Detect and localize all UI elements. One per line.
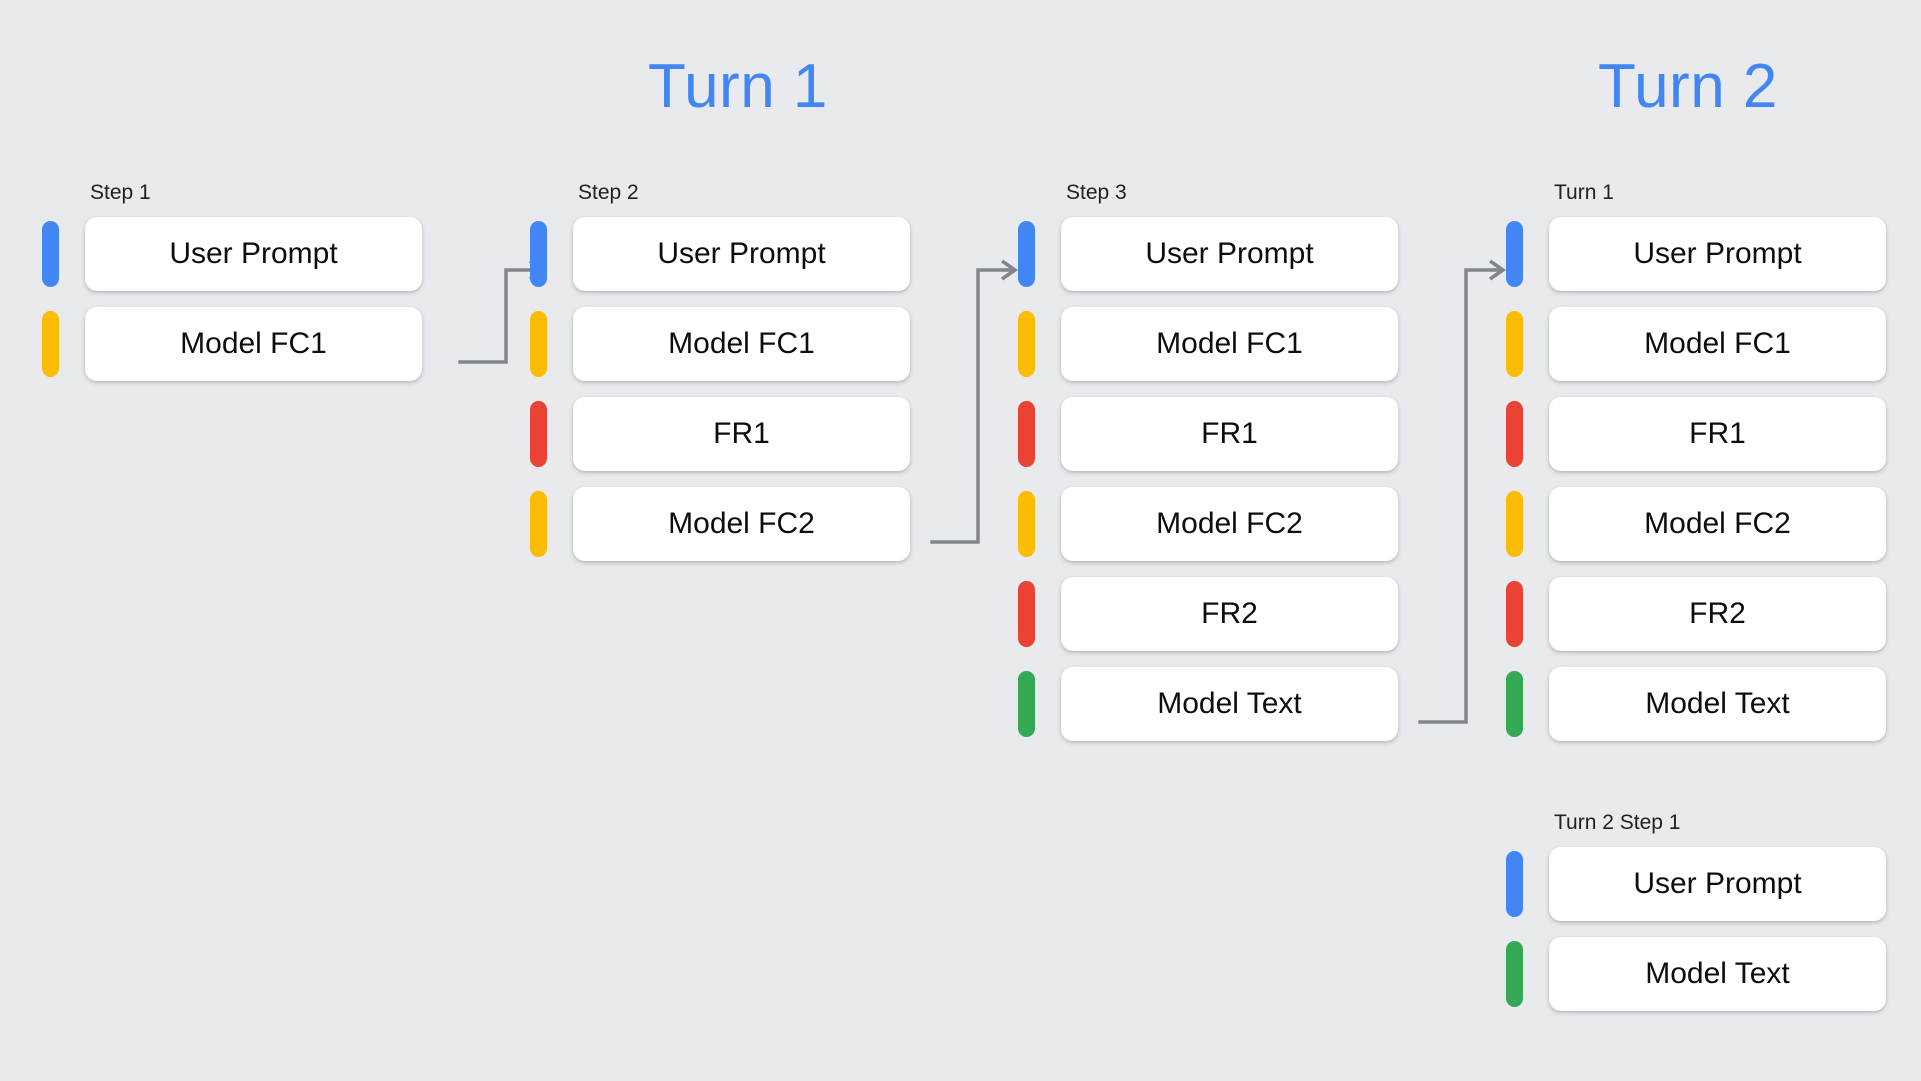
card-label: Model FC1 bbox=[1644, 327, 1791, 360]
card-label: Model Text bbox=[1645, 687, 1790, 720]
column-turn-1: Turn 1 User Prompt Model FC1 FR1 Model F… bbox=[1506, 182, 1886, 741]
card-model-fc1[interactable]: Model FC1 bbox=[85, 307, 422, 381]
list-item[interactable]: Model FC1 bbox=[1506, 307, 1886, 381]
list-item[interactable]: User Prompt bbox=[1506, 847, 1886, 921]
column-label-step-2: Step 2 bbox=[578, 181, 639, 204]
status-bar-model-fc bbox=[1018, 311, 1035, 377]
connector-step3-to-turn1 bbox=[1418, 258, 1518, 728]
card-label: Model FC1 bbox=[180, 327, 327, 360]
status-bar-function-response bbox=[1506, 401, 1523, 467]
card-user-prompt[interactable]: User Prompt bbox=[1549, 847, 1886, 921]
connector-step2-to-step3 bbox=[930, 258, 1030, 548]
list-item[interactable]: Model Text bbox=[1018, 667, 1398, 741]
card-label: FR2 bbox=[1201, 597, 1258, 630]
card-label: FR1 bbox=[1201, 417, 1258, 450]
column-turn-2-step-1: Turn 2 Step 1 User Prompt Model Text bbox=[1506, 812, 1886, 1011]
list-item[interactable]: User Prompt bbox=[42, 217, 422, 291]
status-bar-model-text bbox=[1506, 671, 1523, 737]
status-bar-function-response bbox=[1018, 401, 1035, 467]
card-label: Model FC2 bbox=[1156, 507, 1303, 540]
list-item[interactable]: Model Text bbox=[1506, 667, 1886, 741]
list-item[interactable]: FR1 bbox=[1506, 397, 1886, 471]
column-step-2: Step 2 User Prompt Model FC1 FR1 Model F… bbox=[530, 182, 910, 561]
card-model-text[interactable]: Model Text bbox=[1549, 667, 1886, 741]
list-item[interactable]: User Prompt bbox=[1506, 217, 1886, 291]
column-label-turn-1: Turn 1 bbox=[1554, 181, 1614, 204]
status-bar-user-prompt bbox=[530, 221, 547, 287]
status-bar-model-text bbox=[1506, 941, 1523, 1007]
card-label: User Prompt bbox=[1633, 237, 1802, 270]
status-bar-model-fc bbox=[1506, 491, 1523, 557]
card-label: Model Text bbox=[1645, 957, 1790, 990]
card-model-fc1[interactable]: Model FC1 bbox=[1549, 307, 1886, 381]
status-bar-function-response bbox=[1018, 581, 1035, 647]
list-item[interactable]: Model FC2 bbox=[530, 487, 910, 561]
status-bar-model-fc bbox=[530, 311, 547, 377]
card-fr1[interactable]: FR1 bbox=[1549, 397, 1886, 471]
card-label: User Prompt bbox=[1145, 237, 1314, 270]
status-bar-function-response bbox=[530, 401, 547, 467]
card-model-fc1[interactable]: Model FC1 bbox=[1061, 307, 1398, 381]
status-bar-function-response bbox=[1506, 581, 1523, 647]
card-user-prompt[interactable]: User Prompt bbox=[1549, 217, 1886, 291]
card-fr1[interactable]: FR1 bbox=[573, 397, 910, 471]
column-label-turn-2-step-1: Turn 2 Step 1 bbox=[1554, 811, 1681, 834]
list-item[interactable]: Model FC1 bbox=[42, 307, 422, 381]
card-user-prompt[interactable]: User Prompt bbox=[1061, 217, 1398, 291]
column-step-1: Step 1 User Prompt Model FC1 bbox=[42, 182, 422, 381]
card-fr1[interactable]: FR1 bbox=[1061, 397, 1398, 471]
list-item[interactable]: Model FC2 bbox=[1506, 487, 1886, 561]
status-bar-user-prompt bbox=[1506, 851, 1523, 917]
card-label: Model Text bbox=[1157, 687, 1302, 720]
list-item[interactable]: FR1 bbox=[530, 397, 910, 471]
status-bar-model-fc bbox=[42, 311, 59, 377]
status-bar-user-prompt bbox=[1506, 221, 1523, 287]
column-label-step-1: Step 1 bbox=[90, 181, 151, 204]
card-user-prompt[interactable]: User Prompt bbox=[85, 217, 422, 291]
card-label: FR2 bbox=[1689, 597, 1746, 630]
card-label: User Prompt bbox=[169, 237, 338, 270]
card-model-fc2[interactable]: Model FC2 bbox=[1061, 487, 1398, 561]
list-item[interactable]: FR1 bbox=[1018, 397, 1398, 471]
card-label: Model FC2 bbox=[668, 507, 815, 540]
status-bar-model-fc bbox=[1506, 311, 1523, 377]
turn-2-heading: Turn 2 bbox=[1598, 52, 1778, 121]
list-item[interactable]: Model FC1 bbox=[530, 307, 910, 381]
card-label: Model FC2 bbox=[1644, 507, 1791, 540]
turn-1-heading: Turn 1 bbox=[648, 52, 828, 121]
status-bar-model-text bbox=[1018, 671, 1035, 737]
status-bar-user-prompt bbox=[42, 221, 59, 287]
card-label: FR1 bbox=[1689, 417, 1746, 450]
status-bar-model-fc bbox=[530, 491, 547, 557]
status-bar-user-prompt bbox=[1018, 221, 1035, 287]
list-item[interactable]: User Prompt bbox=[1018, 217, 1398, 291]
list-item[interactable]: Model FC1 bbox=[1018, 307, 1398, 381]
column-step-3: Step 3 User Prompt Model FC1 FR1 Model F… bbox=[1018, 182, 1398, 741]
card-model-fc2[interactable]: Model FC2 bbox=[1549, 487, 1886, 561]
column-label-step-3: Step 3 bbox=[1066, 181, 1127, 204]
list-item[interactable]: Model Text bbox=[1506, 937, 1886, 1011]
card-user-prompt[interactable]: User Prompt bbox=[573, 217, 910, 291]
card-model-fc2[interactable]: Model FC2 bbox=[573, 487, 910, 561]
card-model-fc1[interactable]: Model FC1 bbox=[573, 307, 910, 381]
card-label: Model FC1 bbox=[668, 327, 815, 360]
card-fr2[interactable]: FR2 bbox=[1549, 577, 1886, 651]
card-label: User Prompt bbox=[657, 237, 826, 270]
list-item[interactable]: FR2 bbox=[1018, 577, 1398, 651]
list-item[interactable]: Model FC2 bbox=[1018, 487, 1398, 561]
status-bar-model-fc bbox=[1018, 491, 1035, 557]
list-item[interactable]: User Prompt bbox=[530, 217, 910, 291]
card-model-text[interactable]: Model Text bbox=[1061, 667, 1398, 741]
list-item[interactable]: FR2 bbox=[1506, 577, 1886, 651]
card-model-text[interactable]: Model Text bbox=[1549, 937, 1886, 1011]
card-fr2[interactable]: FR2 bbox=[1061, 577, 1398, 651]
card-label: FR1 bbox=[713, 417, 770, 450]
card-label: User Prompt bbox=[1633, 867, 1802, 900]
card-label: Model FC1 bbox=[1156, 327, 1303, 360]
